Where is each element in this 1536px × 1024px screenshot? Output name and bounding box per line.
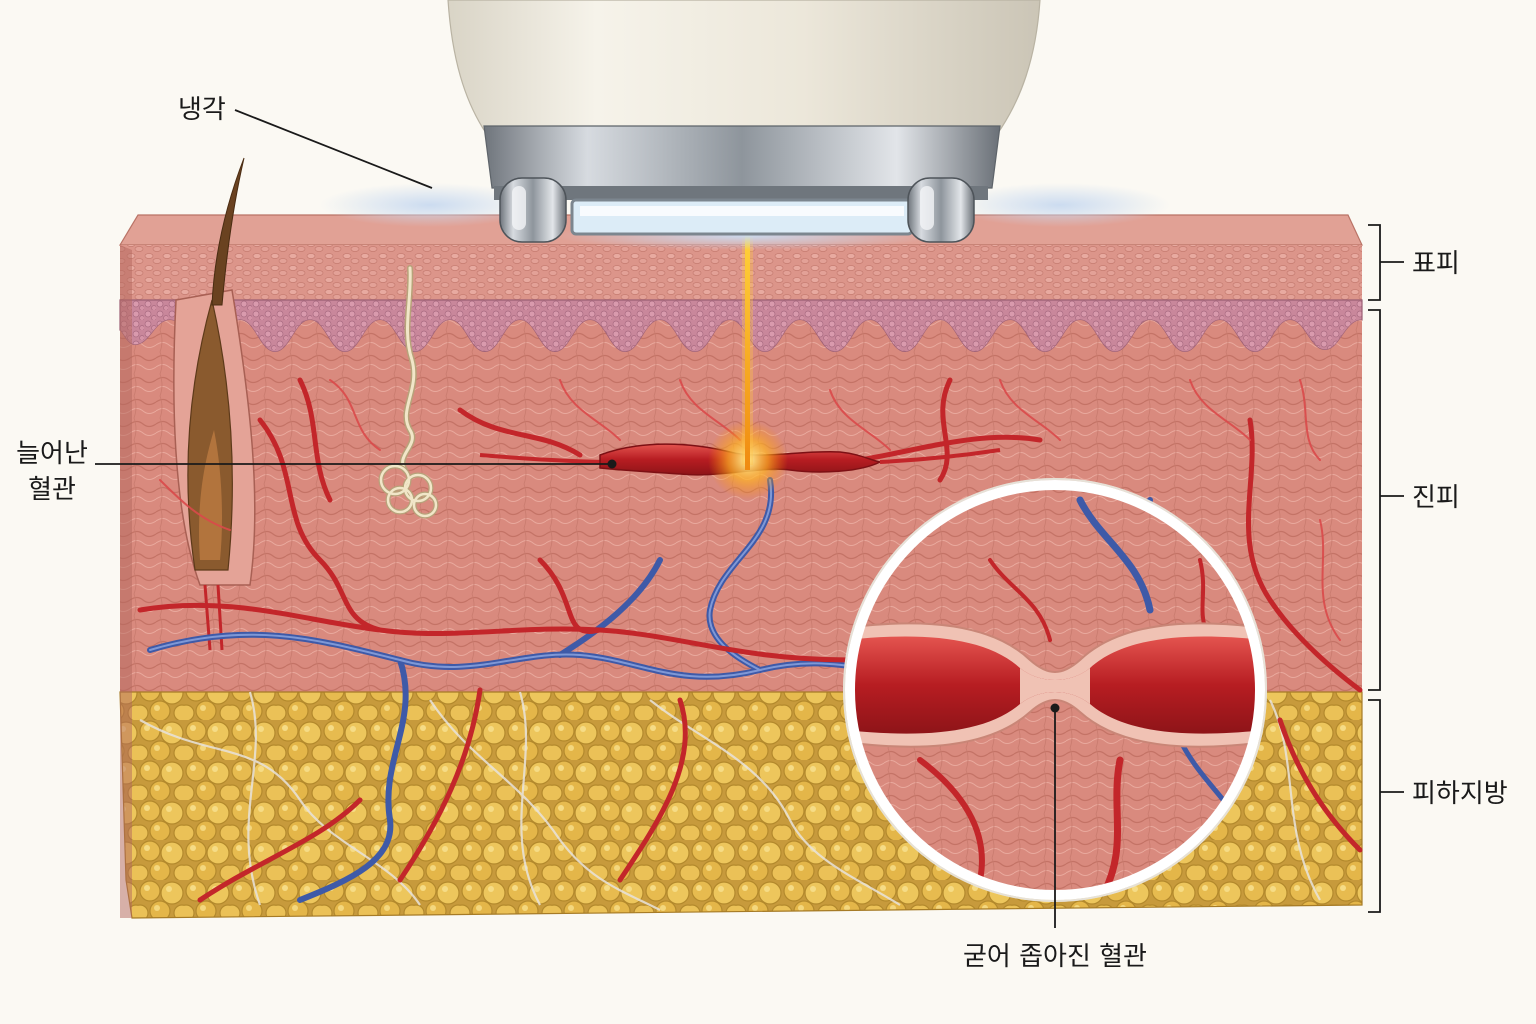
label-dilated-vessel-line2: 혈관 <box>28 475 76 505</box>
label-constricted-vessel: 굳어 좁아진 혈관 <box>963 942 1147 972</box>
device-metal-ring <box>483 125 1001 189</box>
device-roller-left <box>499 177 567 243</box>
fat-septa <box>139 691 1321 911</box>
laser-handpiece-icon <box>447 0 1041 243</box>
leader-lines <box>95 109 1404 928</box>
label-dilated-vessel-line1: 늘어난 <box>16 439 88 469</box>
device-base <box>494 186 988 200</box>
fat-bracket <box>1368 699 1404 913</box>
device-body <box>447 0 1041 131</box>
label-dermis: 진피 <box>1412 483 1460 513</box>
sweat-gland-icon <box>378 265 439 519</box>
label-epidermis: 표피 <box>1412 249 1460 279</box>
cooling-leader <box>234 109 433 189</box>
block-left-edge <box>120 245 132 918</box>
label-cooling: 냉각 <box>178 95 226 125</box>
device-window <box>570 198 914 236</box>
label-subcutaneous-fat: 피하지방 <box>1412 779 1508 809</box>
epidermis-layer <box>120 245 1362 300</box>
epidermis-bracket <box>1368 224 1404 301</box>
device-roller-right <box>907 177 975 243</box>
dermis-bracket <box>1368 309 1404 691</box>
laser-beam <box>708 235 788 500</box>
artery-main <box>137 602 853 663</box>
